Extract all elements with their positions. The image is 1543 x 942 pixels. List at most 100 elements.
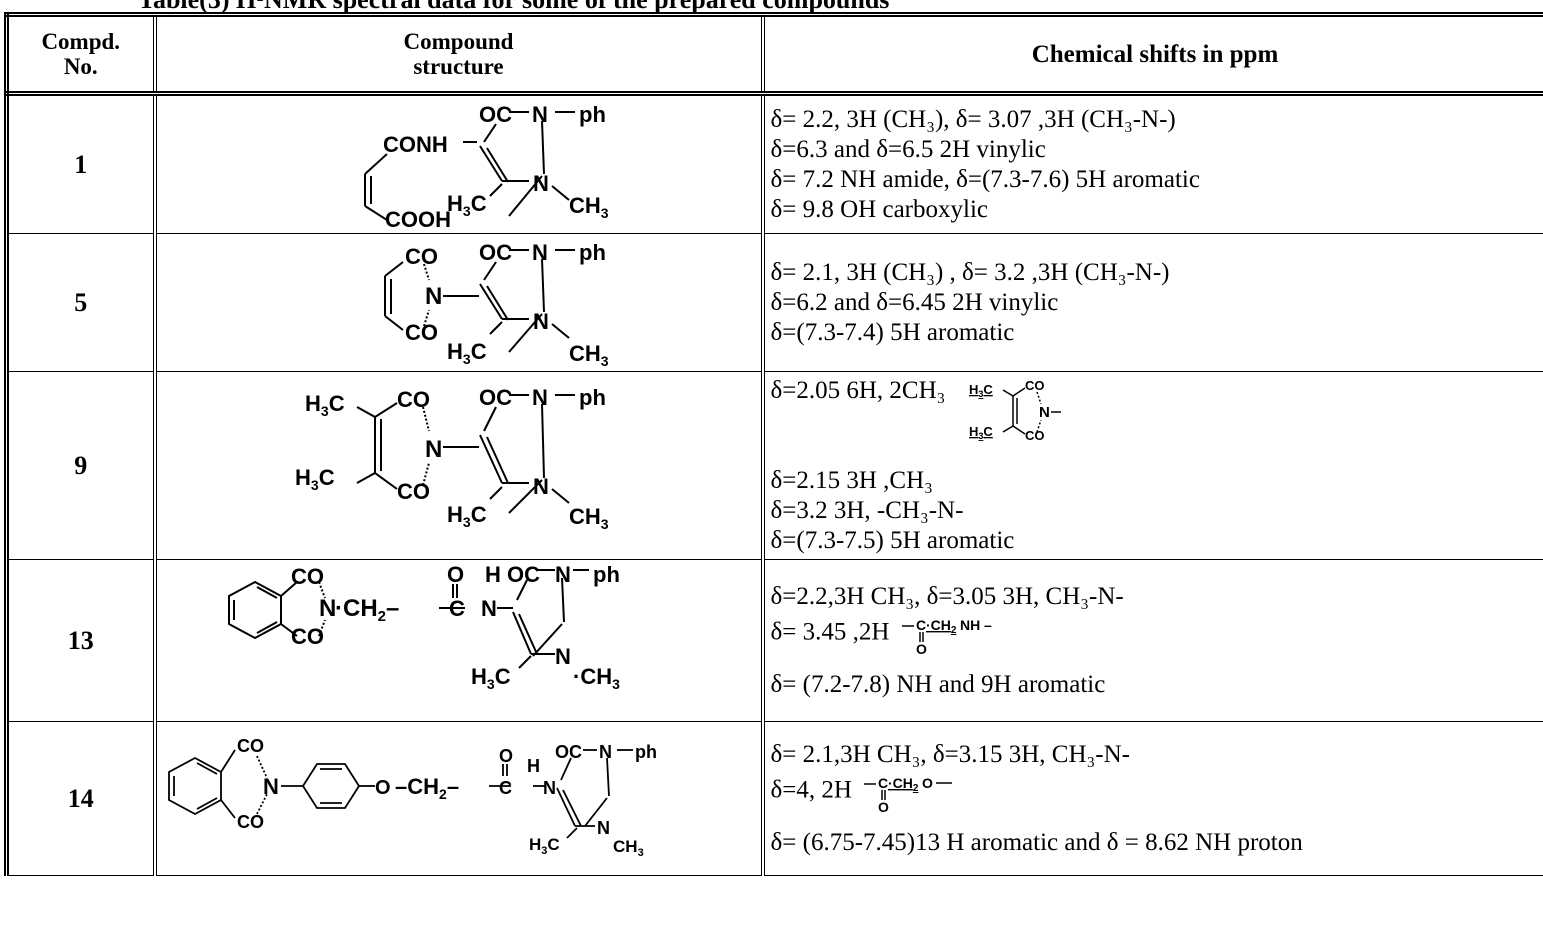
- shift-line: δ= 2.1,3H CH₃, δ=3.15 3H, CH₃-N-: [770, 740, 1130, 768]
- svg-text:CONH: CONH: [383, 132, 448, 157]
- svg-text:·CH2: ·CH2: [926, 617, 957, 636]
- svg-text:N: N: [555, 644, 571, 669]
- compound-structure: OC N ph CONH N H3C CH3 COOH: [154, 93, 765, 234]
- compound-number: 13: [4, 559, 157, 722]
- svg-text:O: O: [878, 799, 889, 814]
- svg-text:–CH2–: –CH2–: [395, 774, 459, 802]
- svg-text:OC: OC: [555, 742, 582, 762]
- svg-text:N: N: [481, 596, 497, 621]
- shift-line: δ=(7.3-7.4) 5H aromatic: [770, 318, 1015, 346]
- svg-text:N: N: [597, 818, 610, 838]
- svg-text:OC: OC: [479, 240, 512, 265]
- carbonyl-oxymethylene-fragment: C ·CH2 O O: [864, 775, 953, 814]
- svg-text:O: O: [916, 641, 927, 656]
- svg-text:ph: ph: [579, 240, 606, 265]
- structure-drawing-5: OC N ph CO N CO N H3C CH3: [383, 240, 609, 369]
- svg-text:CH3: CH3: [569, 504, 609, 532]
- svg-text:CH3: CH3: [569, 193, 609, 221]
- header-compd-no: Compd.No.: [4, 12, 157, 96]
- structure-drawing-1: OC N ph CONH N H3C CH3 COOH: [363, 102, 609, 232]
- table-row: 1 OC N ph CONH N H3C CH3: [4, 93, 1543, 234]
- svg-text:N: N: [532, 240, 548, 265]
- svg-text:·CH3: ·CH3: [573, 664, 620, 692]
- svg-text:H3C: H3C: [969, 424, 993, 441]
- svg-text:CO: CO: [1025, 428, 1045, 443]
- svg-text:H3C: H3C: [447, 339, 487, 366]
- svg-text:N: N: [1039, 404, 1050, 421]
- svg-text:N: N: [555, 562, 571, 587]
- shift-line: δ=(7.3-7.5) 5H aromatic: [770, 526, 1015, 554]
- table-caption: Table(3) H¹NMR spectral data for some of…: [138, 0, 889, 13]
- svg-text:N: N: [425, 436, 442, 463]
- svg-text:C: C: [449, 596, 465, 621]
- shift-line: δ=2.05 6H, 2CH₃ H3C CO N H3C CO: [765, 376, 1543, 466]
- svg-text:NH: NH: [960, 617, 980, 633]
- svg-text:O: O: [922, 775, 933, 791]
- compound-structure: CO N CO O –CH2– O C H N OC N ph N H3C CH…: [154, 721, 765, 876]
- compound-structure: OC N ph CO N CO N H3C CH3: [154, 233, 765, 372]
- svg-text:H3C: H3C: [305, 391, 345, 419]
- shift-line: δ= (7.2-7.8) NH and 9H aromatic: [770, 670, 1106, 698]
- shift-line: δ= (6.75-7.45)13 H aromatic and δ = 8.62…: [770, 828, 1303, 856]
- shift-line: δ=4, 2H C ·CH2 O O: [765, 770, 1543, 828]
- svg-text:N: N: [425, 283, 442, 310]
- compound-number: 9: [4, 371, 157, 560]
- svg-text:O: O: [499, 746, 513, 766]
- svg-text:N: N: [532, 385, 548, 410]
- compound-number: 5: [4, 233, 157, 372]
- svg-text:N: N: [532, 102, 548, 127]
- table-row: 13 CO N ·CH2–: [4, 559, 1543, 722]
- table-row: 5 OC N ph CO N: [4, 233, 1543, 372]
- header-line: Compd.: [41, 29, 121, 54]
- header-line: structure: [413, 54, 504, 79]
- shift-line: δ= 3.45 ,2H C ·CH2 NH – O: [765, 612, 1543, 670]
- compound-number: 1: [4, 93, 157, 234]
- structure-drawing-9: OC N ph H3C CO N H3C CO N H3C CH3: [295, 385, 609, 532]
- structure-drawing-13: CO N ·CH2– O C N H OC N ph CO N H3C ·CH3: [227, 562, 620, 692]
- svg-text:H3C: H3C: [471, 664, 511, 692]
- chemical-shifts: δ=2.2,3H CH₃, δ=3.05 3H, CH₃-N- δ= 3.45 …: [762, 559, 1543, 722]
- svg-text:O: O: [447, 562, 464, 587]
- dimethylmaleimide-fragment: H3C CO N H3C CO: [969, 378, 1061, 443]
- svg-text:·CH2–: ·CH2–: [335, 595, 399, 625]
- svg-text:C: C: [916, 617, 926, 633]
- svg-text:N: N: [319, 595, 336, 622]
- svg-text:·CH2: ·CH2: [888, 775, 919, 794]
- svg-text:ph: ph: [579, 102, 606, 127]
- svg-text:CH3: CH3: [569, 341, 609, 366]
- svg-text:CH3: CH3: [613, 837, 644, 859]
- svg-text:H3C: H3C: [969, 382, 993, 399]
- svg-text:N: N: [533, 474, 549, 499]
- chemical-shifts: δ= 2.1, 3H (CH₃) , δ= 3.2 ,3H (CH₃-N-) δ…: [762, 233, 1543, 372]
- compound-structure: CO N ·CH2– O C N H OC N ph CO N H3C ·CH3: [154, 559, 765, 722]
- shift-line: δ= 9.8 OH carboxylic: [770, 195, 989, 223]
- svg-text:H: H: [485, 562, 501, 587]
- header-line: No.: [63, 54, 98, 79]
- svg-text:OC: OC: [479, 102, 512, 127]
- svg-text:CO: CO: [237, 812, 264, 832]
- svg-text:CO: CO: [237, 736, 264, 756]
- svg-text:OC: OC: [507, 562, 540, 587]
- svg-text:OC: OC: [479, 385, 512, 410]
- svg-text:CO: CO: [397, 479, 430, 504]
- shift-line: δ=2.2,3H CH₃, δ=3.05 3H, CH₃-N-: [770, 582, 1124, 610]
- shift-line: δ=3.2 3H, -CH₃-N-: [770, 496, 964, 524]
- svg-text:CO: CO: [1025, 378, 1045, 393]
- chemical-shifts: δ= 2.1,3H CH₃, δ=3.15 3H, CH₃-N- δ=4, 2H…: [762, 721, 1543, 876]
- svg-text:N: N: [263, 774, 279, 799]
- svg-text:CO: CO: [291, 624, 324, 649]
- table-row: 9 OC N ph H3C: [4, 371, 1543, 560]
- svg-text:N: N: [543, 778, 556, 798]
- svg-text:H: H: [527, 756, 540, 776]
- shift-line: δ= 2.2, 3H (CH₃), δ= 3.07 ,3H (CH₃-N-): [770, 105, 1176, 133]
- shift-line: δ= 7.2 NH amide, δ=(7.3-7.6) 5H aromatic: [770, 165, 1200, 193]
- svg-text:H3C: H3C: [295, 465, 335, 493]
- svg-text:CO: CO: [405, 244, 438, 269]
- svg-text:–: –: [984, 617, 992, 633]
- svg-text:ph: ph: [635, 742, 657, 762]
- svg-text:H3C: H3C: [529, 835, 560, 857]
- svg-text:O: O: [375, 777, 391, 799]
- svg-text:N: N: [533, 171, 549, 196]
